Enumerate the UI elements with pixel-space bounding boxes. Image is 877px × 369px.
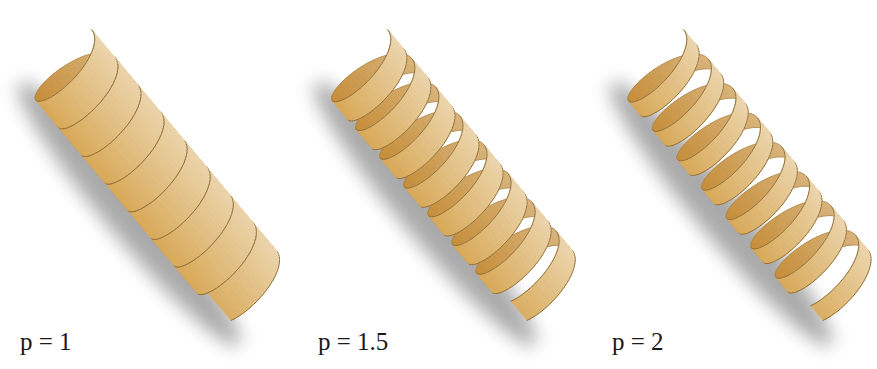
ribbon-segment: [71, 78, 97, 109]
ribbon-segment: [368, 78, 387, 101]
ribbon-edge: [213, 240, 239, 271]
ribbon-segment: [491, 218, 510, 241]
ribbon-segment: [94, 105, 120, 136]
ribbon-segment: [190, 212, 216, 243]
ribbon-segment: [467, 190, 486, 213]
ribbon-segment: [539, 276, 558, 299]
ribbon-segment: [419, 132, 438, 155]
ribbon-edge: [539, 276, 558, 299]
ribbon-edge: [419, 132, 438, 155]
ribbon-edge: [515, 247, 534, 270]
ribbon-edge: [491, 218, 510, 241]
ribbon-segment: [515, 247, 534, 270]
shadow: [297, 67, 553, 360]
ribbon-segment: [392, 107, 411, 130]
ribbon-edge: [368, 78, 387, 101]
ribbon-edge: [71, 78, 97, 109]
ribbon-edge: [467, 190, 486, 213]
ribbon-edge: [392, 107, 411, 130]
ribbon-segment: [443, 161, 462, 184]
ribbon-segment: [121, 129, 147, 160]
ribbon-edge: [167, 185, 193, 216]
ribbon-edge: [236, 268, 262, 299]
ribbon-edge: [190, 212, 216, 243]
ribbon-edge: [144, 157, 170, 188]
ribbon-segment: [167, 185, 193, 216]
ribbon-segment: [236, 268, 262, 299]
ribbon-edge: [443, 161, 462, 184]
shadow: [1, 67, 257, 360]
ribbon-edge: [94, 105, 120, 136]
shadow: [593, 67, 849, 360]
ribbon-segment: [213, 240, 239, 271]
ribbon-segment: [144, 157, 170, 188]
ribbon-edge: [121, 129, 147, 160]
